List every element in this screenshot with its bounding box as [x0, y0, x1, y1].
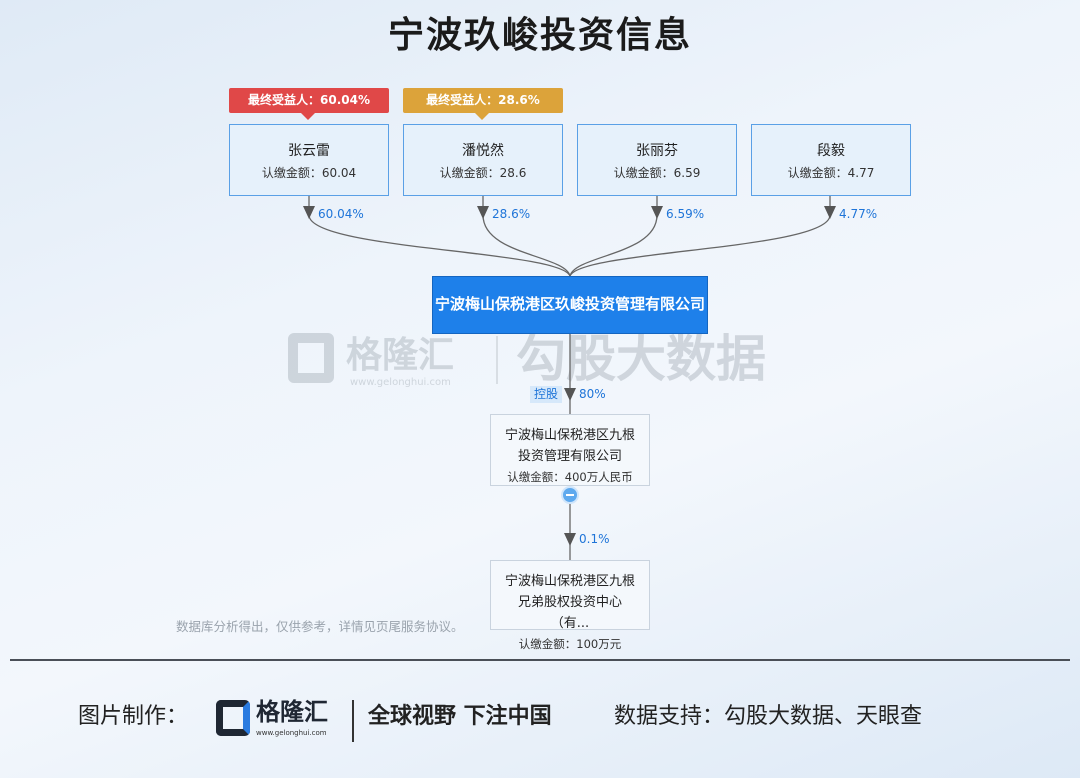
share-pct-label: 6.59% [666, 207, 705, 221]
beneficiary-badge: 最终受益人：60.04% [229, 88, 389, 120]
beneficiary-badge: 最终受益人：28.6% [403, 88, 563, 120]
shareholder-name: 段毅 [817, 143, 845, 159]
shareholder-node[interactable]: 潘悦然认缴金额：28.6 [403, 124, 563, 196]
data-support: 数据支持：勾股大数据、天眼查 [614, 704, 923, 729]
subsidiary-node[interactable]: 宁波梅山保税港区九根投资管理有限公司认缴金额：400万人民币 [490, 414, 650, 486]
control-pct-label: 80% [579, 387, 606, 401]
subsidiary-name: 宁波梅山保税港区九根兄弟股权投资中心（有... [504, 574, 635, 631]
footer-separator [352, 700, 354, 742]
made-by-label: 图片制作： [78, 704, 189, 729]
subsidiary-name: 宁波梅山保税港区九根投资管理有限公司 [504, 428, 635, 464]
gelonghui-logo-icon [216, 700, 250, 736]
shareholder-node[interactable]: 张丽芬认缴金额：6.59 [577, 124, 737, 196]
collapse-minus-icon[interactable] [561, 486, 579, 504]
shareholder-amount: 认缴金额：6.59 [613, 166, 701, 180]
subsidiary-node[interactable]: 宁波梅山保税港区九根兄弟股权投资中心（有... 认缴金额：100万元 [490, 560, 650, 651]
footer-logo-text: 格隆汇 [256, 698, 328, 726]
page-title: 宁波玖峻投资信息 [387, 15, 692, 56]
shareholder-name: 张云雷 [288, 143, 330, 159]
share-pct-label: 60.04% [318, 207, 364, 221]
sub2-pct-label: 0.1% [579, 532, 610, 546]
watermark-divider [496, 336, 498, 384]
watermark-url: www.gelonghui.com [350, 377, 451, 388]
shareholder-node[interactable]: 段毅认缴金额：4.77 [751, 124, 911, 196]
share-pct-label: 4.77% [839, 207, 878, 221]
subsidiary-amount: 认缴金额：400万人民币 [507, 470, 633, 484]
control-label: 控股 [530, 386, 563, 403]
subsidiary-amount: 认缴金额：100万元 [518, 637, 622, 651]
shareholder-name: 张丽芬 [636, 143, 678, 159]
watermark-logo-text: 格隆汇 [346, 335, 455, 376]
watermark-logo-icon [288, 333, 334, 383]
disclaimer: 数据库分析得出，仅供参考，详情见页尾服务协议。 [176, 619, 464, 634]
footer-logo-url: www.gelonghui.com [256, 729, 327, 737]
shareholder-amount: 认缴金额：4.77 [787, 166, 875, 180]
main-company-node[interactable]: 宁波梅山保税港区玖峻投资管理有限公司 [432, 276, 708, 334]
shareholder-amount: 认缴金额：60.04 [261, 166, 357, 180]
footer-slogan: 全球视野 下注中国 [368, 704, 552, 729]
share-pct-label: 28.6% [492, 207, 531, 221]
shareholder-node[interactable]: 张云雷认缴金额：60.04 [229, 124, 389, 196]
footer-divider [10, 659, 1070, 661]
shareholder-name: 潘悦然 [462, 143, 504, 159]
watermark-brand: 勾股大数据 [516, 330, 766, 388]
shareholder-amount: 认缴金额：28.6 [439, 166, 527, 180]
